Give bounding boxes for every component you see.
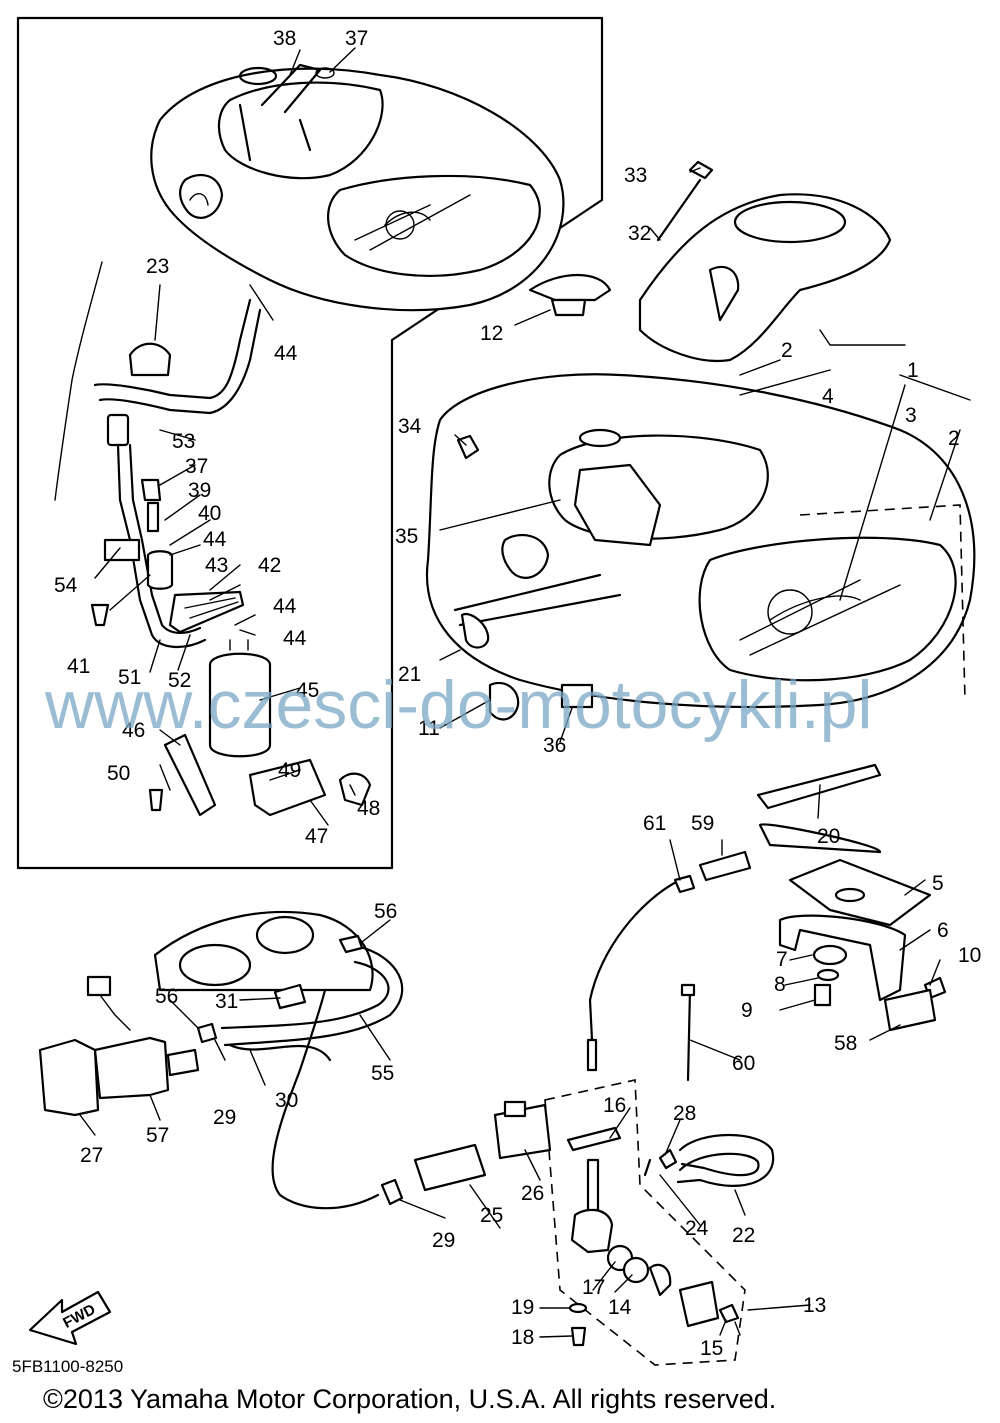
callout-2a: 2 — [781, 339, 793, 362]
callout-26: 26 — [521, 1182, 544, 1205]
callout-18: 18 — [511, 1326, 534, 1349]
rubber-strip-20 — [756, 763, 882, 810]
callout-10: 10 — [958, 944, 981, 967]
callout-56b: 56 — [155, 985, 178, 1008]
callout-44d: 44 — [283, 627, 307, 650]
inset-frame-hoses — [54, 261, 372, 817]
callout-55: 55 — [371, 1062, 394, 1085]
inset-frame — [16, 16, 604, 870]
callout-13: 13 — [803, 1294, 826, 1317]
callout-37a: 37 — [345, 27, 368, 50]
callout-50: 50 — [107, 762, 130, 785]
callout-16: 16 — [603, 1094, 626, 1117]
callout-47: 47 — [305, 825, 328, 848]
callout-2b: 2 — [948, 427, 960, 450]
callout-32: 32 — [628, 222, 651, 245]
copyright-notice: ©2013 Yamaha Motor Corporation, U.S.A. A… — [43, 1384, 776, 1414]
callout-37b: 37 — [185, 455, 208, 478]
callout-17: 17 — [582, 1276, 605, 1299]
callout-58: 58 — [834, 1032, 857, 1055]
callout-48: 48 — [357, 797, 380, 820]
tank-cover — [528, 160, 892, 362]
tank-mount-bracket — [758, 823, 947, 1032]
reference-code: 5FB1100-8250 — [12, 1357, 123, 1376]
callout-30: 30 — [275, 1089, 298, 1112]
callout-49: 49 — [278, 759, 301, 782]
callout-12: 12 — [480, 322, 503, 345]
callout-59: 59 — [691, 812, 714, 835]
callout-29a: 29 — [213, 1106, 236, 1129]
callout-42: 42 — [258, 554, 281, 577]
callout-5: 5 — [932, 872, 944, 895]
callout-44a: 44 — [274, 342, 298, 365]
callout-33: 33 — [624, 164, 647, 187]
callout-8: 8 — [774, 973, 786, 996]
callout-20: 20 — [817, 825, 840, 848]
callout-23: 23 — [146, 255, 169, 278]
fuel-cock-assembly — [544, 1079, 746, 1366]
callout-25: 25 — [480, 1204, 503, 1227]
callout-43: 43 — [205, 554, 228, 577]
callout-52: 52 — [168, 669, 191, 692]
callout-21: 21 — [398, 663, 421, 686]
watermark: www.czesci-do-motocykli.pl — [44, 667, 873, 743]
callout-24: 24 — [685, 1217, 709, 1240]
fwd-arrow-icon: FWD — [28, 1290, 112, 1346]
callout-27: 27 — [80, 1144, 103, 1167]
callout-53: 53 — [172, 430, 195, 453]
main-fuel-tank — [425, 373, 976, 721]
callout-22: 22 — [732, 1224, 755, 1247]
callout-40: 40 — [198, 502, 221, 525]
leader-lines — [79, 47, 971, 1338]
callout-44c: 44 — [273, 595, 297, 618]
callout-9: 9 — [741, 999, 753, 1022]
callout-61: 61 — [643, 812, 666, 835]
callout-45: 45 — [296, 679, 319, 702]
fuel-hose-22 — [658, 1134, 775, 1187]
callout-36: 36 — [543, 734, 566, 757]
callout-7: 7 — [776, 948, 788, 971]
callout-28: 28 — [673, 1102, 696, 1125]
callout-4: 4 — [822, 385, 834, 408]
callout-1: 1 — [907, 359, 919, 382]
callout-11: 11 — [418, 717, 440, 740]
callout-35: 35 — [395, 525, 418, 548]
callout-numbers: 38 37 33 32 23 12 44 2 1 4 3 34 2 53 37 … — [54, 27, 981, 1360]
callout-44b: 44 — [203, 528, 227, 551]
callout-19: 19 — [511, 1296, 534, 1319]
callout-51: 51 — [118, 666, 141, 689]
callout-39: 39 — [188, 479, 211, 502]
callout-54: 54 — [54, 574, 78, 597]
callout-34: 34 — [398, 415, 422, 438]
evap-canister — [38, 910, 404, 1117]
callout-46: 46 — [122, 719, 145, 742]
callout-3: 3 — [905, 404, 917, 427]
callout-31: 31 — [215, 990, 238, 1013]
callout-15: 15 — [700, 1337, 723, 1360]
callout-56a: 56 — [374, 900, 397, 923]
starter-cable — [586, 850, 752, 1082]
callout-38: 38 — [273, 27, 296, 50]
callout-29b: 29 — [432, 1229, 455, 1252]
callout-57: 57 — [146, 1124, 169, 1147]
callout-14: 14 — [608, 1296, 632, 1319]
callout-6: 6 — [937, 919, 949, 942]
inset-fuel-tank — [150, 63, 565, 312]
fuel-filter-pump — [271, 988, 552, 1210]
callout-41: 41 — [67, 655, 90, 678]
callout-60: 60 — [732, 1052, 755, 1075]
